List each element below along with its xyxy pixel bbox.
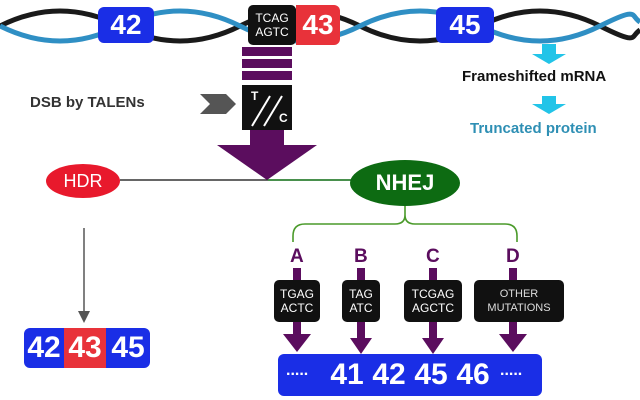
branch-letter-c: C xyxy=(426,246,440,267)
branch-arrow-c xyxy=(422,268,444,354)
branch-letter-b: B xyxy=(354,246,368,267)
talen-block xyxy=(242,47,292,130)
branch-arrow-d xyxy=(499,268,527,352)
hdr-result-exon-42: 42 xyxy=(24,328,64,368)
cyan-arrow-1 xyxy=(532,44,566,64)
branch-letter-d: D xyxy=(506,246,520,267)
branch-seq-d: OTHER MUTATIONS xyxy=(474,280,564,322)
branch-seq-a-bottom: ACTC xyxy=(280,301,314,315)
branch-letter-a: A xyxy=(290,246,304,267)
cut-site-top-strand: TCAG xyxy=(255,11,289,25)
nhej-result-ellipsis-right: ..... xyxy=(500,362,523,379)
truncated-protein-label: Truncated protein xyxy=(470,120,597,137)
branch-seq-b: TAG ATC xyxy=(342,280,380,322)
branch-seq-b-bottom: ATC xyxy=(349,301,373,315)
top-exon-43: 43 xyxy=(296,5,340,45)
nhej-oval: NHEJ xyxy=(350,160,460,206)
branch-arrow-a xyxy=(283,268,311,352)
branch-seq-c-bottom: AGCTC xyxy=(412,301,454,315)
big-purple-arrow xyxy=(217,130,317,180)
hdr-oval: HDR xyxy=(46,164,120,198)
talen-letter-c: C xyxy=(279,111,288,125)
talen-letter-t: T xyxy=(251,89,259,103)
nhej-result-exon-41: 41 xyxy=(326,354,368,396)
cut-site-sequence: TCAG AGTC xyxy=(248,5,296,45)
nhej-result-exon-42: 42 xyxy=(368,354,410,396)
nhej-result-exon-46: 46 xyxy=(452,354,494,396)
branch-seq-c-top: TCGAG xyxy=(411,287,455,301)
branch-seq-d-bottom: MUTATIONS xyxy=(487,302,551,314)
branch-seq-a-top: TGAG xyxy=(279,287,314,301)
branch-seq-b-top: TAG xyxy=(349,287,373,301)
dsb-label: DSB by TALENs xyxy=(30,94,145,111)
top-exon-42: 42 xyxy=(98,7,154,43)
hdr-label: HDR xyxy=(63,170,103,191)
frameshifted-mrna-label: Frameshifted mRNA xyxy=(462,68,607,85)
cyan-arrow-2 xyxy=(532,96,566,114)
nhej-result-ellipsis-left: ..... xyxy=(286,362,309,379)
branch-seq-a: TGAG ACTC xyxy=(274,280,320,322)
branch-seq-c: TCGAG AGCTC xyxy=(404,280,462,322)
hdr-result-exon-43: 43 xyxy=(64,328,106,368)
dsb-pointer xyxy=(200,94,236,114)
cut-site-bottom-strand: AGTC xyxy=(255,25,289,39)
branch-arrow-b xyxy=(350,268,372,354)
nhej-label: NHEJ xyxy=(375,170,435,195)
branch-seq-d-top: OTHER xyxy=(499,288,539,300)
top-exon-45: 45 xyxy=(436,7,494,43)
nhej-bracket xyxy=(292,205,518,242)
hdr-result-exon-45: 45 xyxy=(106,328,150,368)
nhej-result-exon-45: 45 xyxy=(410,354,452,396)
